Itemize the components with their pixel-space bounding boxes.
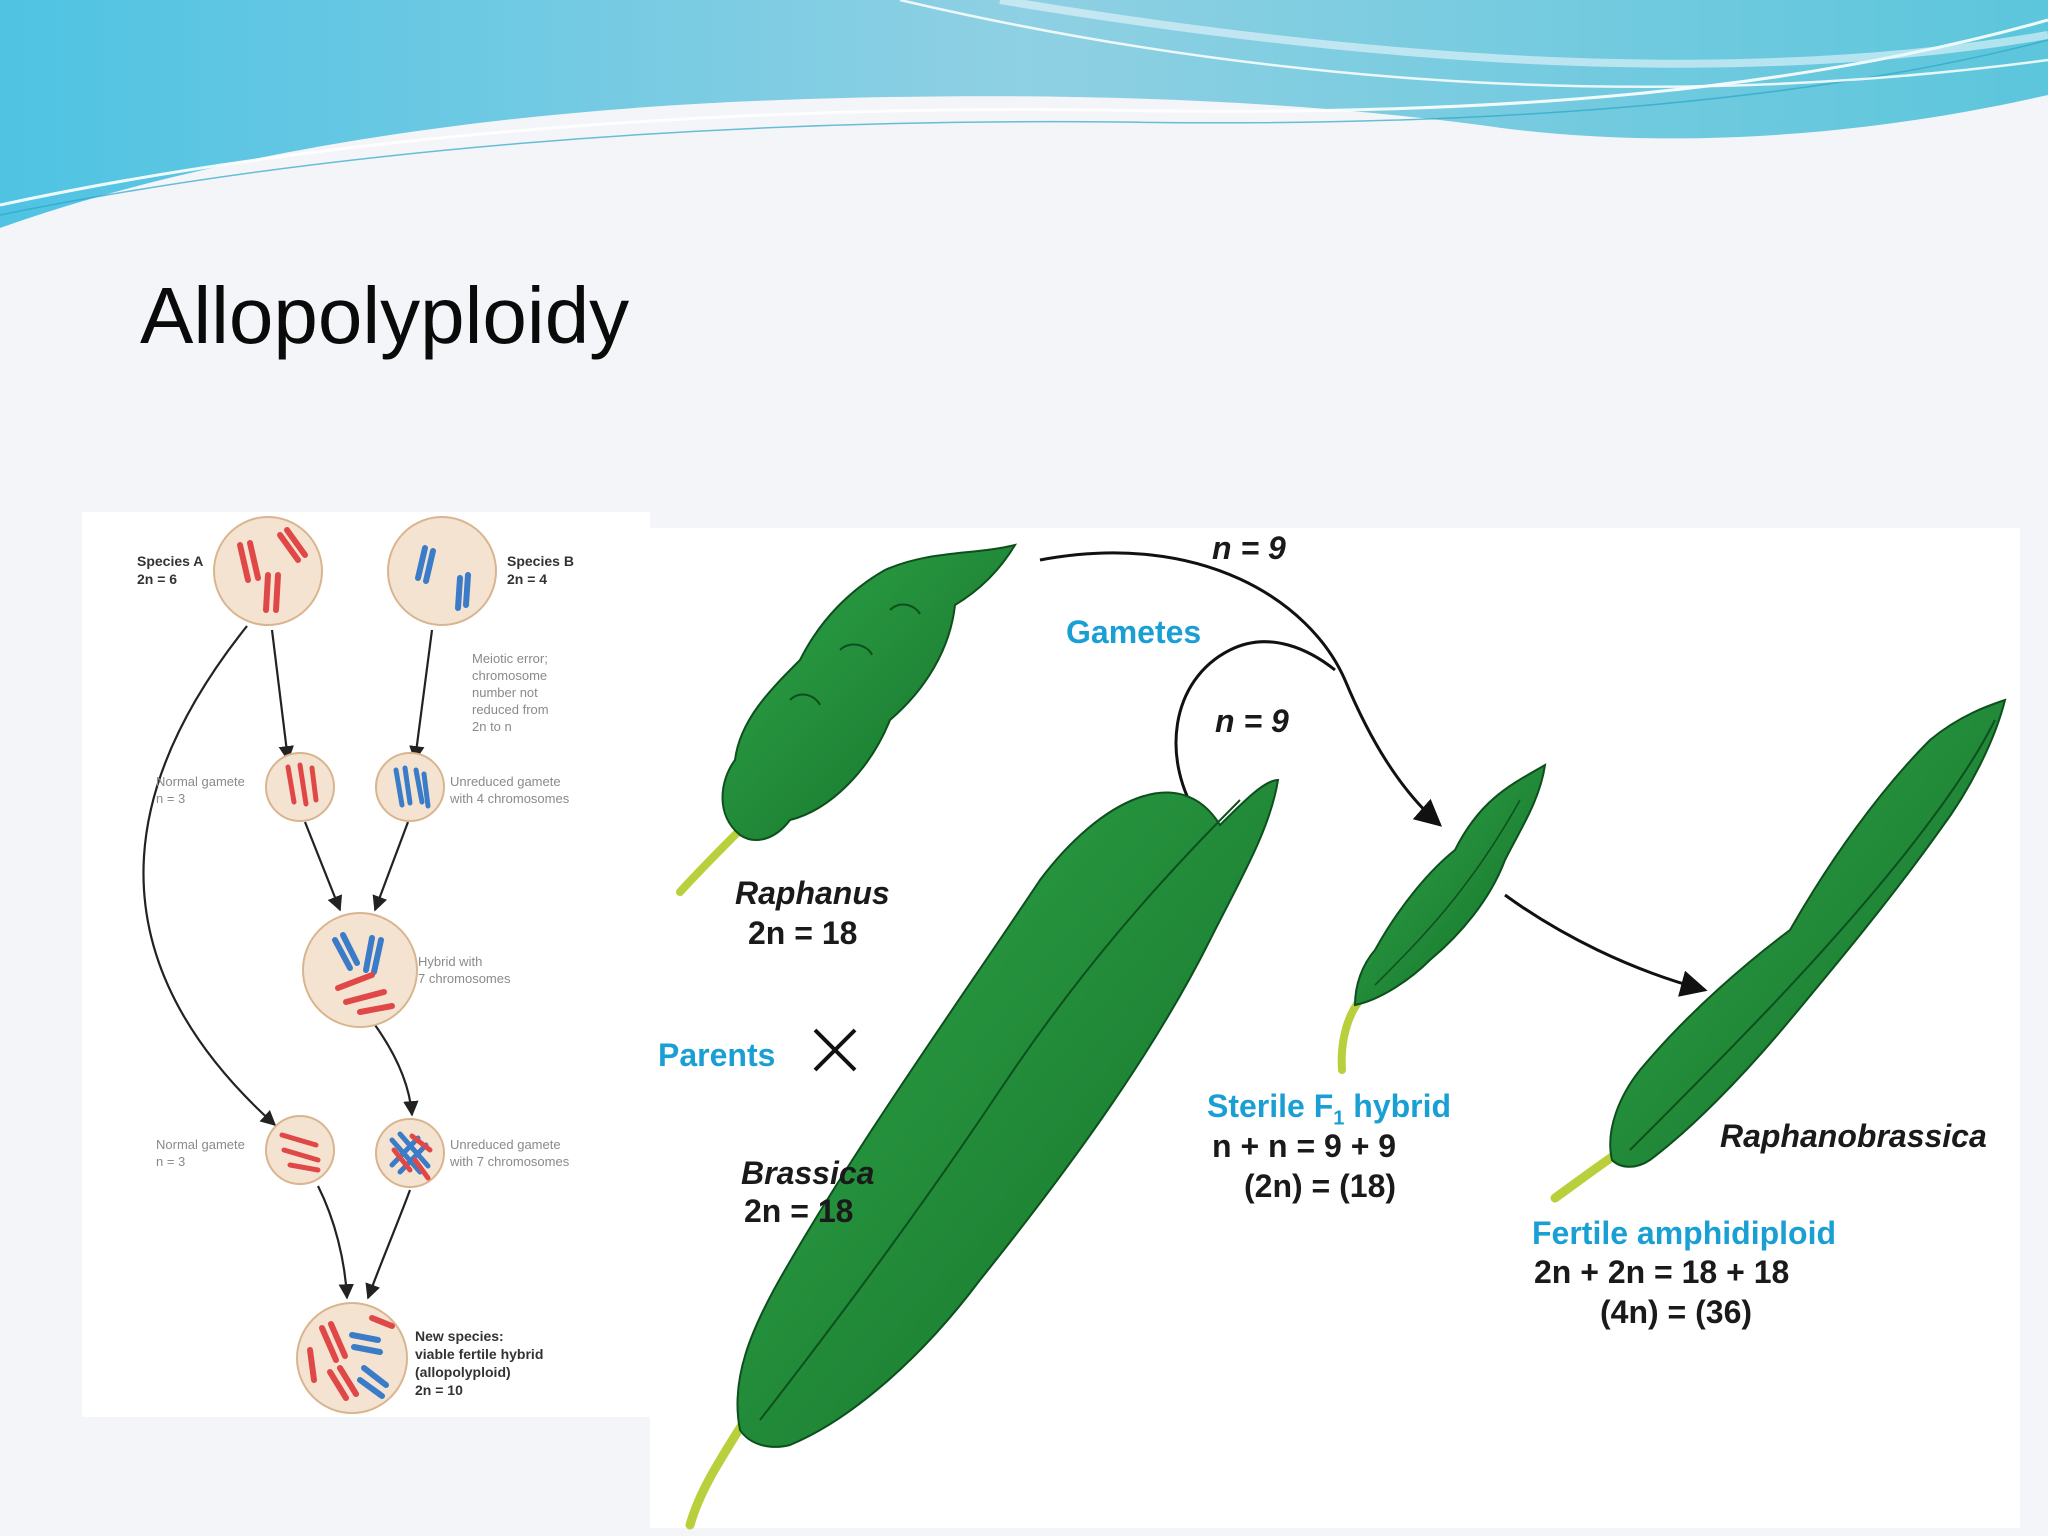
sterile-hybrid-equation-1: n + n = 9 + 9	[1212, 1128, 1397, 1164]
raphanobrassica-pod	[1550, 698, 2007, 1203]
brassica-chromosome-count: 2n = 18	[744, 1193, 854, 1229]
gametes-label: Gametes	[1066, 614, 1202, 650]
unreduced-gamete-label-1: Unreduced gamete with 4 chromosomes	[450, 774, 570, 806]
sterile-hybrid-equation-2: (2n) = (18)	[1244, 1168, 1397, 1204]
cell-flow-arrows	[142, 625, 434, 1300]
sterile-hybrid-pod	[1337, 763, 1547, 1074]
sterile-label-subscript: 1	[1333, 1107, 1345, 1130]
meiotic-error-label: Meiotic error; chromosome number not red…	[472, 651, 549, 734]
species-b-label: Species B 2n = 4	[507, 553, 574, 587]
parents-label: Parents	[658, 1037, 776, 1073]
gamete-count-top: n = 9	[1212, 530, 1286, 566]
brassica-pod	[685, 778, 1280, 1530]
new-species-label: New species: viable fertile hybrid (allo…	[415, 1328, 544, 1398]
raphanobrassica-name: Raphanobrassica	[1720, 1118, 1987, 1154]
sterile-label-text: Sterile F	[1207, 1088, 1334, 1124]
unreduced-gamete-cell-2	[375, 1118, 445, 1188]
slide-title: Allopolyploidy	[140, 271, 630, 360]
header-wave-decoration	[0, 0, 2048, 228]
sterile-label-end: hybrid	[1344, 1088, 1452, 1124]
unreduced-gamete-label-2: Unreduced gamete with 7 chromosomes	[450, 1137, 570, 1169]
normal-gamete-cell-1	[265, 752, 335, 822]
normal-gamete-label-1: Normal gamete n = 3	[156, 774, 245, 806]
sterile-hybrid-label: Sterile F1 hybrid	[1207, 1088, 1451, 1130]
fertile-amphidiploid-label: Fertile amphidiploid	[1532, 1215, 1837, 1251]
raphanus-name: Raphanus	[735, 875, 890, 911]
hybrid-label: Hybrid with 7 chromosomes	[418, 954, 511, 986]
fertile-amphidiploid-equation-1: 2n + 2n = 18 + 18	[1534, 1254, 1790, 1290]
cross-mark	[813, 1028, 857, 1072]
chromosomes	[237, 527, 471, 1401]
raphanus-pod	[676, 543, 1018, 896]
normal-gamete-label-2: Normal gamete n = 3	[156, 1137, 245, 1169]
species-a-label: Species A 2n = 6	[137, 553, 204, 587]
brassica-name: Brassica	[741, 1155, 875, 1191]
raphanus-chromosome-count: 2n = 18	[748, 915, 858, 951]
pod-flow-arrows	[1039, 551, 1708, 997]
gamete-count-mid: n = 9	[1215, 703, 1289, 739]
fertile-amphidiploid-equation-2: (4n) = (36)	[1600, 1294, 1753, 1330]
hybrid-cell	[302, 912, 418, 1028]
